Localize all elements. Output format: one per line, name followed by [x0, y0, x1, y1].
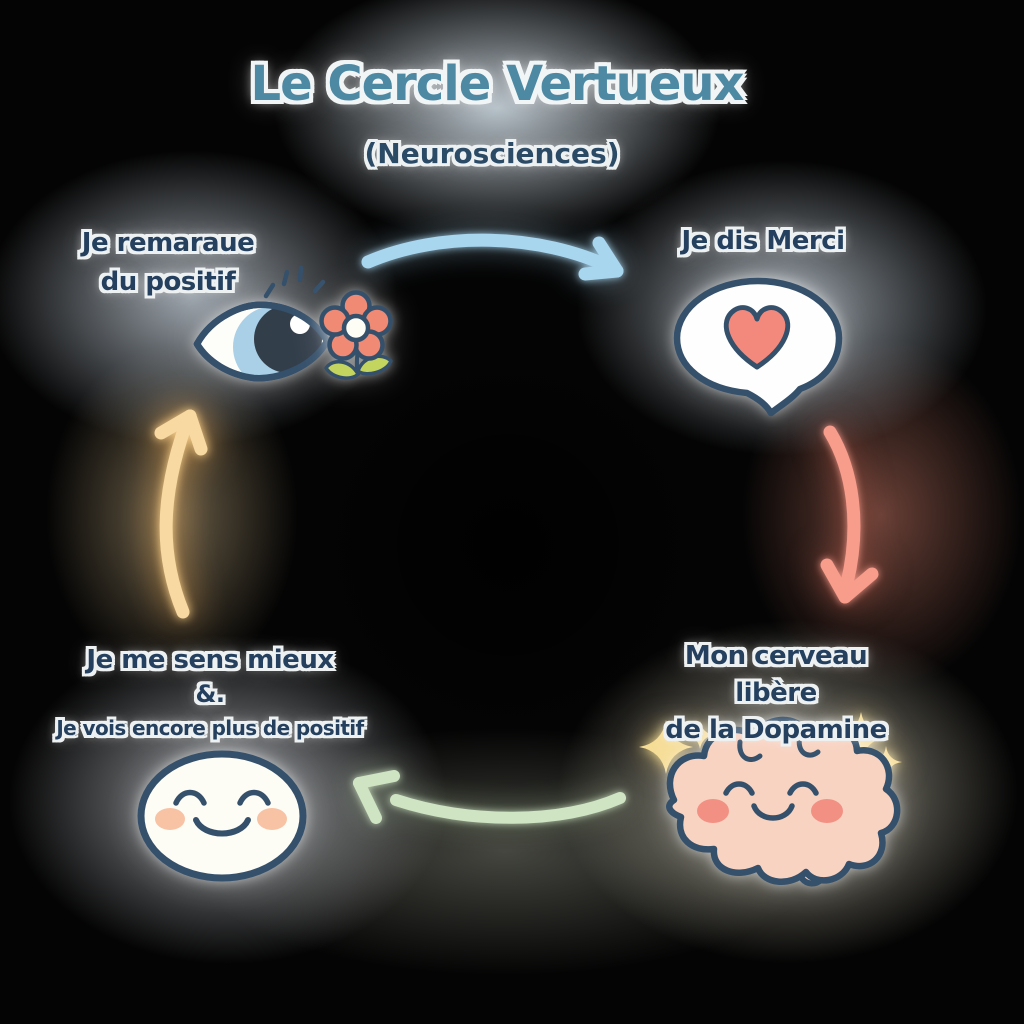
- node-label-notice-positive: Je remaraue du positif: [81, 224, 255, 302]
- brain-face: [723, 781, 819, 821]
- flower-center: [341, 313, 371, 343]
- label-line: Mon cerveau libère: [684, 641, 868, 708]
- label-line-ampersand: &.: [195, 680, 225, 709]
- smiley-cheeks: [155, 808, 287, 830]
- arrow-thanks-to-dopamine: [820, 425, 879, 604]
- node-label-feel-better: Je me sens mieux &. Je vois encore plus …: [56, 645, 364, 740]
- smiley-smile: [193, 817, 251, 837]
- flower-petals: [319, 290, 393, 361]
- flower-leaves: [324, 354, 393, 380]
- brain-icon: [666, 716, 901, 887]
- label-line: de la Dopamine: [665, 714, 887, 745]
- arrow-notice-to-thanks: [361, 233, 624, 281]
- diagram-root: [137, 233, 902, 887]
- eye-icon: [193, 301, 331, 382]
- label-line: Je remaraue: [81, 228, 255, 258]
- brain-cheeks: [697, 799, 843, 823]
- arrow-feelbetter-to-notice: [154, 409, 208, 619]
- brain-body: [666, 716, 901, 886]
- brain-gyri: [737, 733, 821, 762]
- node-label-say-thanks: Je dis Merci: [681, 226, 845, 256]
- speech-bubble-icon: [673, 277, 843, 417]
- diagram-subtitle: (Neurosciences): [364, 137, 620, 170]
- node-label-dopamine-release: Mon cerveau libère de la Dopamine: [652, 638, 900, 749]
- label-line: Je dis Merci: [681, 226, 845, 256]
- face: [137, 750, 307, 882]
- flower-icon: [319, 290, 393, 380]
- attention-dashes-icon: [263, 265, 326, 299]
- arrow-dopamine-to-feelbetter: [353, 770, 626, 824]
- label-line: Je me sens mieux: [86, 645, 334, 675]
- label-line: Je vois encore plus de positif: [56, 715, 364, 740]
- label-line: du positif: [100, 267, 236, 297]
- smiley-eyes: [173, 789, 271, 806]
- smiley-face-icon: [137, 750, 307, 882]
- diagram-title: Le Cercle Vertueux: [250, 56, 744, 112]
- heart-icon: [723, 305, 791, 370]
